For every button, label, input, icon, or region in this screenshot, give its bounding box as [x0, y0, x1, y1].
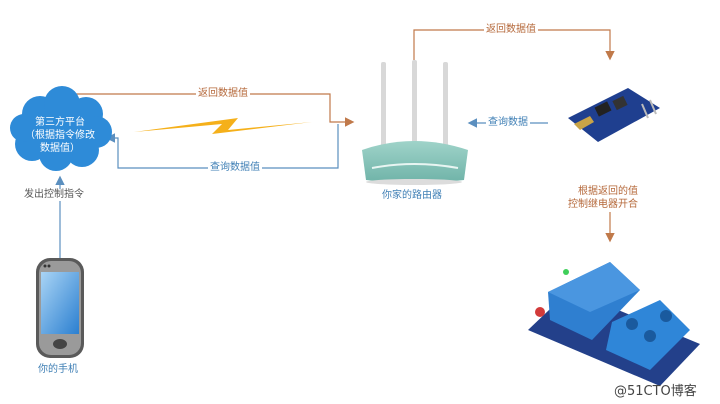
edge-label-return-cloud: 返回数据值	[196, 88, 250, 100]
phone-label: 你的手机	[36, 364, 80, 376]
lightning-icon	[134, 118, 312, 134]
cloud-label-line2: （根据指令修改	[25, 130, 95, 141]
watermark: @51CTO博客	[614, 384, 697, 399]
relay-icon	[528, 262, 700, 386]
router-icon	[362, 60, 468, 185]
edge-query-router-cloud	[105, 124, 339, 169]
edge-label-query-cloud: 查询数据值	[208, 162, 262, 174]
edge-label-return-esp: 返回数据值	[484, 24, 538, 36]
cloud-label: 第三方平台 （根据指令修改 数据值）	[20, 116, 100, 155]
router-label: 你家的路由器	[380, 190, 444, 202]
edge-label-phone-command: 发出控制指令	[22, 189, 86, 201]
cloud-icon	[10, 86, 112, 171]
edge-label-relay-line1: 根据返回的值	[576, 186, 640, 198]
wifi-module-icon	[568, 88, 660, 142]
edge-label-relay-line2: 控制继电器开合	[566, 199, 640, 211]
cloud-label-line3: 数据值）	[40, 143, 80, 154]
cloud-label-line1: 第三方平台	[35, 117, 85, 128]
phone-icon	[36, 258, 84, 358]
edge-label-query-esp: 查询数据	[486, 117, 530, 129]
